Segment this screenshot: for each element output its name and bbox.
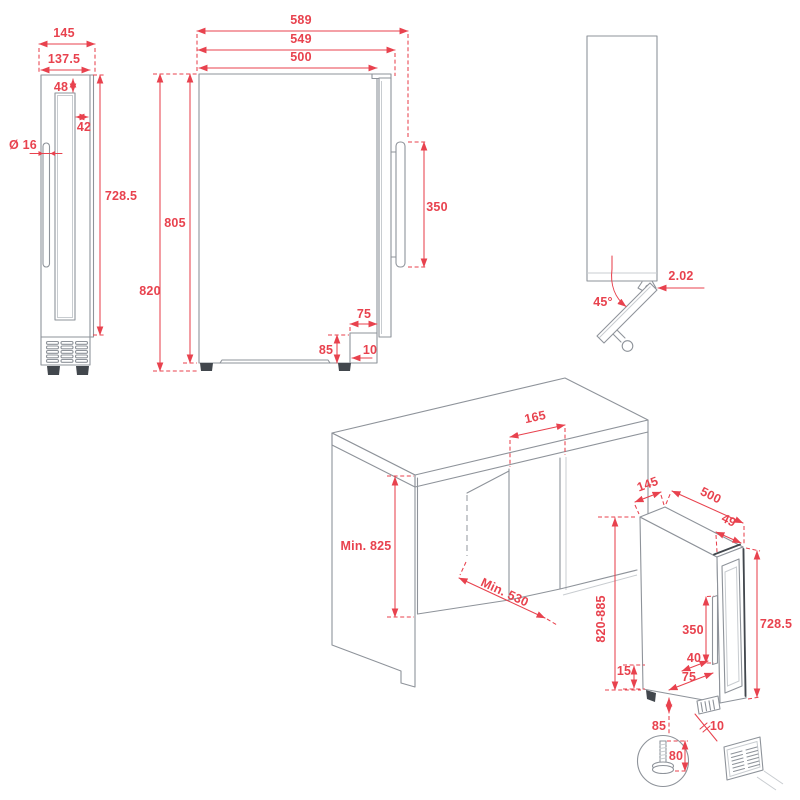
dim-handle-length: 350 <box>426 200 447 214</box>
dim-door-clearance: 2.02 <box>668 269 693 283</box>
plan-view-drawing <box>586 35 658 352</box>
dim-body-depth: 500 <box>290 50 311 64</box>
dim-door-width: 137.5 <box>48 52 80 66</box>
leveling-foot <box>76 366 89 375</box>
dim-installation-height: 820-885 <box>594 595 608 642</box>
front-view-drawing <box>40 74 95 375</box>
ventilation-slots <box>45 340 89 363</box>
front-view: 145 137.5 48 42 Ø 16 728.5 <box>9 26 137 375</box>
glass-door-panel <box>54 92 76 321</box>
side-view: 589 549 500 805 820 350 75 85 <box>139 13 448 372</box>
door-handle-plan <box>621 340 634 352</box>
dim-handle-diameter: Ø 16 <box>9 138 37 152</box>
dim-niche-min-depth: Min. 530 <box>479 575 531 609</box>
ventilation-grille-detail <box>723 736 784 791</box>
installation-view: 165 Min. 825 Min. 530 820-885 145 500 4 <box>331 377 792 791</box>
door-handle-side <box>395 141 406 268</box>
dim-overall-height: 820 <box>139 284 160 298</box>
leveling-foot <box>200 363 213 371</box>
dim-niche-width: 165 <box>523 408 547 426</box>
cabinet-bottom-right <box>559 569 638 590</box>
wine-cooler-unit <box>639 506 747 715</box>
dim-depth-with-door: 549 <box>290 32 311 46</box>
door-panel-side <box>378 77 392 338</box>
dim-foot-adjustment: 15 <box>617 664 631 678</box>
dim-door-thickness: 49 <box>719 511 738 530</box>
dim-unit-door-height: 728.5 <box>760 617 792 631</box>
front-view-dimensions: 145 137.5 48 42 Ø 16 728.5 <box>9 26 137 336</box>
dim-door-height: 728.5 <box>105 189 137 203</box>
cabinet-left-panel <box>331 432 416 688</box>
dim-body-height: 805 <box>164 216 185 230</box>
plinth-recess <box>349 332 378 364</box>
niche-ceiling-edge <box>466 470 510 494</box>
dim-unit-width: 145 <box>635 474 660 494</box>
door-glass-frame <box>721 558 743 694</box>
open-door <box>596 282 658 344</box>
side-view-drawing <box>198 73 406 371</box>
door-handle <box>42 142 51 268</box>
foot-detail: 80 <box>636 734 690 788</box>
dim-handle-bottom-offset: 40 <box>687 651 701 665</box>
plan-view-dimensions: 45° 2.02 <box>593 255 705 309</box>
plan-view: 45° 2.02 <box>586 35 705 352</box>
dim-plinth-height: 85 <box>319 343 333 357</box>
dim-niche-min-height: Min. 825 <box>341 539 392 553</box>
detail-circle <box>636 734 690 788</box>
dim-overall-depth: 589 <box>290 13 311 27</box>
dim-plinth-recess-depth: 75 <box>357 307 371 321</box>
dim-door-opening-angle: 45° <box>593 295 613 309</box>
niche-sill-left <box>416 599 510 615</box>
side-view-dimensions: 589 549 500 805 820 350 75 85 <box>139 13 448 372</box>
dim-overall-width: 145 <box>53 26 74 40</box>
dim-unit-depth: 500 <box>698 484 723 506</box>
leveling-foot <box>47 366 60 375</box>
dim-foot-height: 80 <box>669 749 683 763</box>
dim-unit-handle-length: 350 <box>682 623 703 637</box>
dim-unit-plinth-setback: 10 <box>710 719 724 733</box>
dim-top-offset: 48 <box>54 80 68 94</box>
dim-unit-plinth-depth: 75 <box>682 670 696 684</box>
leveling-foot <box>338 363 351 371</box>
unit-door-handle <box>711 594 719 666</box>
grille-slats <box>730 746 761 773</box>
unit-front-foot <box>646 690 656 702</box>
dim-plinth-setback: 10 <box>363 343 377 357</box>
adjustable-foot <box>651 740 675 775</box>
dim-side-offset: 42 <box>77 120 91 134</box>
dim-unit-plinth-height: 85 <box>652 719 666 733</box>
